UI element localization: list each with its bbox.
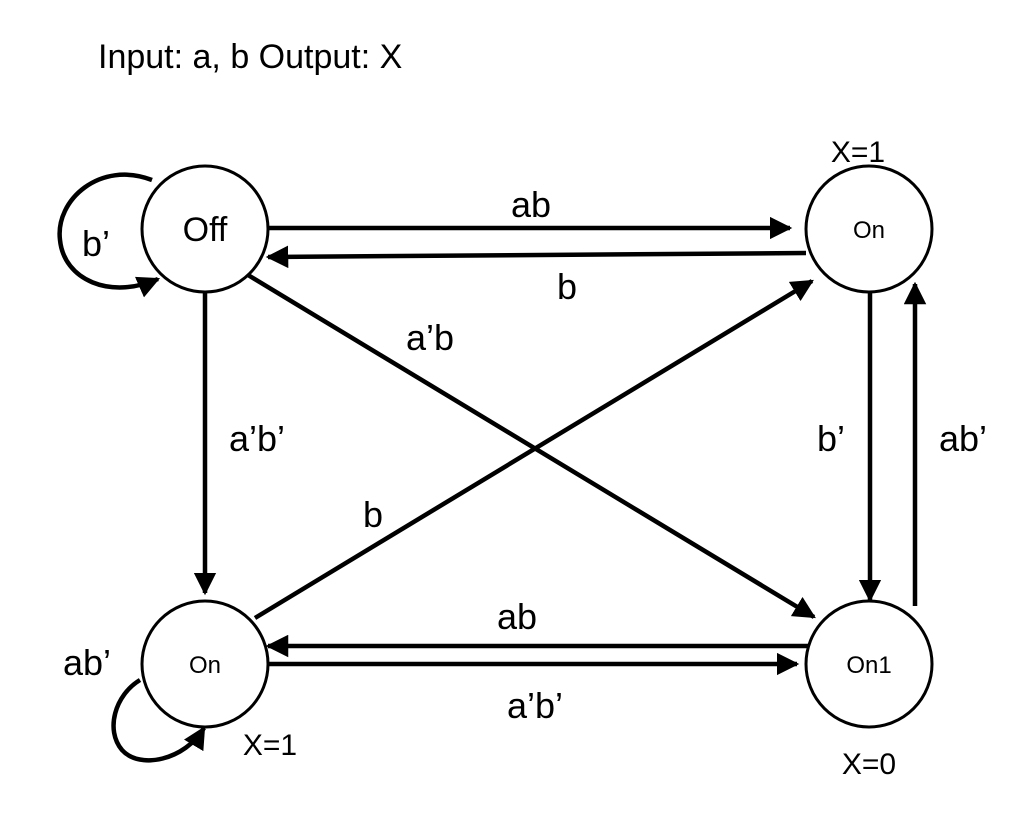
- state-off-label: Off: [183, 211, 228, 249]
- diagram-heading: Input: a, b Output: X: [98, 38, 402, 76]
- edge-off-to-on1: [246, 273, 816, 619]
- state-on-bottom-left-label: On: [189, 652, 221, 679]
- state-off: [140, 164, 270, 294]
- label-on-bottom-left-self: ab’: [63, 642, 111, 683]
- label-off-to-on1: a’b: [406, 317, 454, 358]
- label-on1-to-on-top-right: ab’: [939, 418, 987, 459]
- edge-on-top-right-to-off: [265, 245, 807, 269]
- label-off-to-on-bottom-left: a’b’: [229, 418, 285, 459]
- label-on-bottom-left-to-on1: a’b’: [507, 685, 563, 726]
- state-on-top-right-label: On: [853, 217, 885, 244]
- state-on-bottom-left: [140, 599, 270, 729]
- self-loop-on-bottom-left: [111, 678, 206, 763]
- label-on-top-right-to-off: b: [557, 266, 577, 307]
- label-on1-to-on-bottom-left: ab: [497, 596, 537, 637]
- label-off-to-on-top-right: ab: [511, 184, 551, 225]
- output-on1: X=0: [842, 748, 896, 781]
- state-on1-label: On1: [846, 652, 891, 679]
- output-on-bottom-left: X=1: [243, 729, 297, 762]
- label-on-bottom-left-to-on-top-right: b: [363, 494, 383, 535]
- self-loop-off: [57, 172, 161, 298]
- label-off-self: b’: [82, 223, 110, 264]
- state-on-top-right: [804, 164, 934, 294]
- label-on-top-right-to-on1: b’: [817, 418, 845, 459]
- edge-on-bottom-left-to-on-top-right: [253, 279, 814, 620]
- output-on-top-right: X=1: [831, 136, 885, 169]
- state-on1: [804, 599, 934, 729]
